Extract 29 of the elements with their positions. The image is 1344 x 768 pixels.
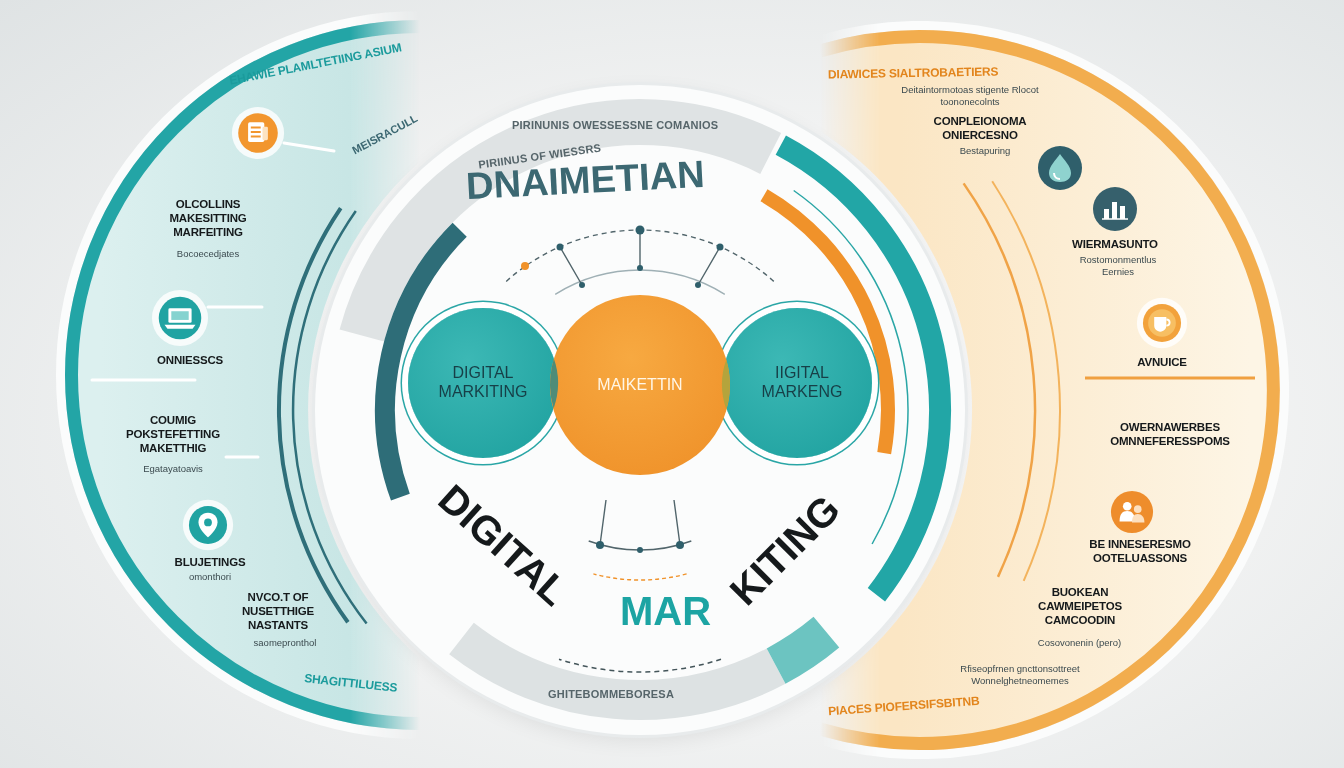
- band-text: PIRINUNIS OWESSESSNE COMANIOS: [512, 119, 719, 132]
- item-caption: Egatayatoavis: [142, 463, 204, 475]
- item-title: AVNUICE: [1136, 355, 1188, 369]
- item-title: BE INNESERESMO OOTELUASSONS: [1088, 537, 1192, 565]
- item-caption: Bocoecedjates: [175, 248, 241, 260]
- arc-heading: PIACES PIOFERSIFSBITNB: [827, 693, 980, 720]
- item-caption: Cosovonenin (pero): [1036, 637, 1123, 649]
- large-heading: MAR: [620, 588, 712, 634]
- band-text: GHITEBOMMEBORESA: [548, 688, 675, 701]
- circle-label: DIGITAL MARKITING: [437, 363, 529, 401]
- item-title: OWERNAWERBES OMNNEFERESSPOMS: [1109, 420, 1231, 448]
- item-caption: omonthori: [187, 571, 233, 583]
- item-caption: Bestapuring: [958, 145, 1012, 157]
- item-title: COUMIG POKSTEFETTING MAKETTHIG: [125, 413, 221, 455]
- arc-heading: DIAWICES SIALTROBAETIERS: [827, 64, 999, 83]
- item-title: BLUJETINGS: [173, 555, 247, 569]
- item-title: OLCOLLINS MAKESITTING MARFEITING: [168, 197, 248, 239]
- item-title: NVCO.T OF NUSETTHIGE NASTANTS: [240, 590, 316, 632]
- item-title: CONPLEIONOMA ONIERCESNO: [932, 114, 1028, 142]
- circle-label: IIGITAL MARKENG: [760, 363, 844, 401]
- arc-heading: SHAGITTILUESS: [303, 671, 398, 696]
- item-caption: Rostomonmentlus Eernies: [1078, 254, 1158, 278]
- item-title: ONNIESSCS: [156, 353, 224, 367]
- item-title: BUOKEAN CAWMEIPETOS CAMCOODIN: [1037, 585, 1123, 627]
- item-caption: Rfiseopfrnen gncttonsottreet Wonnelghetneomemes: [959, 663, 1081, 687]
- item-title: WIERMASUNTO: [1071, 237, 1159, 251]
- item-caption: saomepronthol: [252, 637, 318, 649]
- item-caption: Deitaintormotoas stigente Rlocot toononecolnts: [900, 84, 1040, 108]
- circle-label: MAIKETTIN: [596, 375, 684, 394]
